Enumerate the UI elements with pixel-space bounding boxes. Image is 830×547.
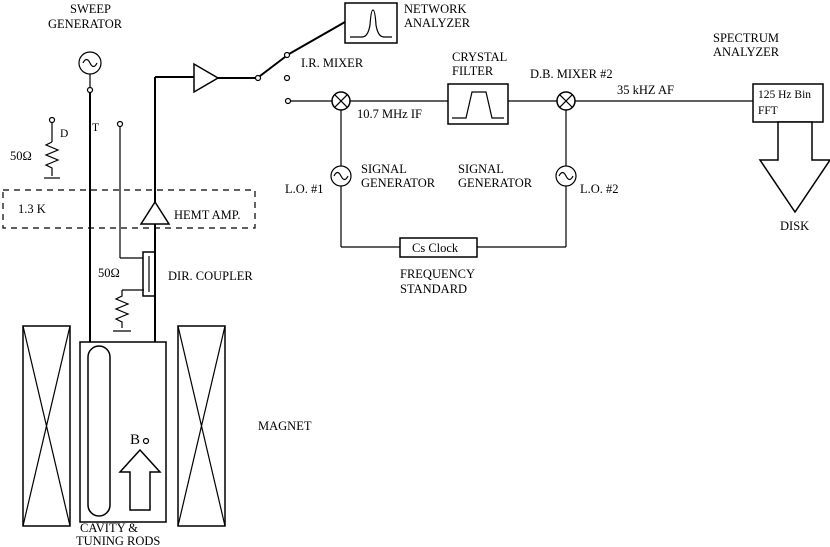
ir-mixer-symbol (331, 91, 351, 111)
cryostat-boundary (2, 189, 256, 229)
switch-common-node (254, 74, 262, 82)
sine-wave-icon (558, 171, 574, 181)
tuning-rod (87, 345, 111, 517)
bandpass-icon (452, 91, 504, 119)
if-frequency-label: 10.7 MHz IF (357, 107, 422, 121)
switch-to-na-line (288, 21, 346, 55)
magnet-coil-right (177, 325, 226, 527)
fft-label-1: 125 Hz Bin (758, 89, 811, 101)
hemt-amp-label: HEMT AMP. (174, 208, 240, 222)
signal-gen-2-label-1: SIGNAL (458, 162, 504, 176)
magnet-coil-left (22, 325, 71, 527)
signal-gen-2-label-2: GENERATOR (458, 176, 533, 190)
coupler-node (116, 120, 124, 128)
room-temp-amp-symbol (193, 62, 220, 94)
b-field-arrow-icon (118, 448, 162, 511)
disk-arrow-icon (758, 121, 830, 214)
lo2-label: L.O. #2 (580, 182, 619, 196)
network-analyzer-label-1: NETWORK (404, 2, 467, 16)
db-mixer-label: D.B. MIXER #2 (530, 67, 613, 81)
hemt-amp-symbol (139, 200, 171, 225)
sweep-generator-label-1: SWEEP (70, 2, 111, 16)
b-field-sub-mark (142, 437, 150, 445)
cs-clock-label: Cs Clock (412, 241, 459, 255)
freq-standard-label-1: FREQUENCY (400, 267, 475, 281)
disk-label: DISK (780, 219, 809, 233)
temperature-label: 1.3 K (18, 202, 46, 216)
fft-box (752, 83, 824, 123)
signal-gen-1-label-2: GENERATOR (361, 176, 436, 190)
sweep-node (86, 86, 94, 94)
magnet-label: MAGNET (258, 419, 312, 433)
dir-coupler-label: DIR. COUPLER (168, 269, 253, 283)
sweep-generator (78, 51, 102, 94)
sine-wave-icon (82, 58, 98, 68)
sweep-generator-label-2: GENERATOR (48, 17, 123, 31)
ir-mixer-label: I.R. MIXER (301, 56, 364, 70)
spectrum-analyzer-label-1: SPECTRUM (713, 31, 779, 45)
switch-mixer-node (283, 74, 291, 82)
port-t-label: T (92, 122, 99, 134)
cavity-label-2: TUNING RODS (76, 534, 160, 547)
crystal-filter-box (447, 83, 509, 125)
af-frequency-label: 35 kHZ AF (617, 83, 674, 97)
termination-top-node (48, 116, 56, 124)
cavity-label-1: CAVITY & (80, 521, 138, 535)
lo1-label: L.O. #1 (285, 182, 324, 196)
resonance-peak-icon (350, 9, 392, 38)
port-d-label: D (60, 128, 68, 140)
db-mixer-symbol (556, 91, 576, 111)
switch-blade (259, 56, 286, 77)
network-analyzer-label-2: ANALYZER (404, 16, 471, 30)
switch-na-node (283, 51, 291, 59)
signal-gen-1-label-1: SIGNAL (361, 162, 407, 176)
network-analyzer-box (344, 2, 398, 44)
sine-wave-icon (333, 171, 349, 181)
crystal-filter-label-2: FILTER (452, 64, 494, 78)
resistor-50-bottom (114, 290, 130, 328)
spectrum-analyzer-label-2: ANALYZER (713, 45, 780, 59)
resistor-50-top (44, 141, 60, 176)
freq-standard-label-2: STANDARD (400, 282, 467, 296)
fft-label-2: FFT (758, 105, 778, 117)
r50-top-label: 50Ω (10, 149, 32, 163)
r50-bottom-label: 50Ω (98, 266, 120, 280)
crystal-filter-label-1: CRYSTAL (452, 50, 507, 64)
ir-input-node (284, 97, 292, 105)
b-field-label: B (130, 432, 140, 448)
